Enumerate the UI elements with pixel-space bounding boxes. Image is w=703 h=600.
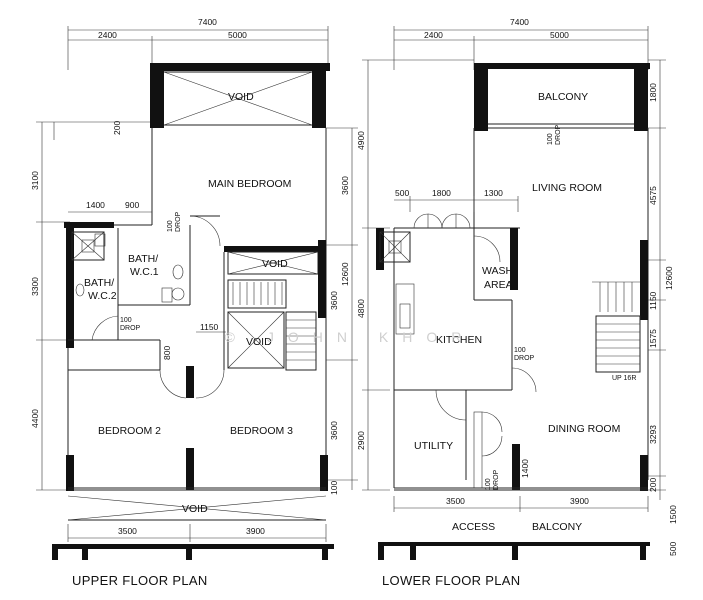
upper-dim-left-d: 4400 (30, 409, 40, 428)
lower-wash-label-b: AREA (484, 279, 513, 291)
lower-dim-bottom-right: 3900 (570, 496, 589, 506)
upper-stair (227, 279, 317, 371)
upper-bedroom2-label: BEDROOM 2 (98, 425, 161, 437)
lower-living-label: LIVING ROOM (532, 182, 602, 194)
lower-kitchen-label: KITCHEN (436, 334, 482, 346)
lower-dim-right-g: 1500 (668, 505, 678, 524)
upper-main-bedroom-label: MAIN BEDROOM (208, 178, 291, 190)
lower-drop1-a: 100 (547, 133, 554, 145)
lower-dim-right-f: 200 (648, 478, 658, 492)
upper-bath2-label-b: W.C.2 (88, 290, 117, 302)
upper-floor-plan-title: UPPER FLOOR PLAN (72, 573, 208, 588)
upper-drop1-a: 100 (120, 317, 132, 324)
upper-dim-bottom-right: 3900 (246, 526, 265, 536)
lower-dim-right-d: 1575 (648, 329, 658, 348)
lower-dim-bottom-left: 3500 (446, 496, 465, 506)
lower-dining-label: DINING ROOM (548, 423, 620, 435)
upper-drop2-a: 100 (167, 220, 174, 232)
upper-void-bottom-label: VOID (182, 503, 208, 515)
upper-dim-left-a: 3100 (30, 171, 40, 190)
upper-dim-right-b: 12600 (340, 262, 350, 286)
upper-bath1-label-a: BATH/ (128, 253, 158, 265)
lower-utility-label: UTILITY (414, 440, 453, 452)
upper-dim-right-d: 3600 (329, 421, 339, 440)
upper-dim-right-e: 100 (329, 481, 339, 495)
lower-wash-label-a: WASH (482, 265, 513, 277)
upper-dim-1150: 1150 (200, 322, 219, 332)
lower-balcony-label: BALCONY (538, 91, 588, 103)
upper-dim-top-right: 5000 (228, 30, 247, 40)
lower-dim-right-a: 1800 (648, 83, 658, 102)
upper-bedroom3-label: BEDROOM 3 (230, 425, 293, 437)
upper-dim-right-c: 3600 (329, 291, 339, 310)
lower-stair (592, 281, 641, 373)
lower-dim-1800: 1800 (432, 188, 451, 198)
upper-dim-top-total: 7400 (198, 17, 217, 27)
lower-up-label: UP 16R (612, 375, 636, 382)
lower-dim-500: 500 (395, 188, 409, 198)
upper-dim-bottom-left: 3500 (118, 526, 137, 536)
lower-dim-left-b: 4800 (356, 299, 366, 318)
lower-dim-left-c: 2900 (356, 431, 366, 450)
upper-dim-left-c: 3300 (30, 277, 40, 296)
lower-dim-top-total: 7400 (510, 17, 529, 27)
lower-dim-top-left: 2400 (424, 30, 443, 40)
upper-dim-left-b: 200 (112, 121, 122, 135)
upper-dim-1400: 1400 (86, 200, 105, 210)
lower-dim-top-right: 5000 (550, 30, 569, 40)
upper-dim-900: 900 (125, 200, 139, 210)
lower-drop3-a: 100 (485, 478, 492, 490)
lower-drop2-a: 100 (514, 347, 526, 354)
lower-access-balcony-label: BALCONY (532, 521, 582, 533)
lower-dim-right-h: 12600 (664, 266, 674, 290)
lower-dim-right-i: 500 (668, 542, 678, 556)
upper-void-mid-label: VOID (262, 258, 288, 270)
upper-drop1-b: DROP (120, 325, 141, 332)
upper-dim-800: 800 (162, 346, 172, 360)
lower-dim-right-b: 4575 (648, 186, 658, 205)
watermark: © JOHN KHOR (225, 329, 476, 345)
lower-dim-left-a: 4900 (356, 131, 366, 150)
lower-floor-plan-title: LOWER FLOOR PLAN (382, 573, 520, 588)
lower-drop2-b: DROP (514, 355, 535, 362)
lower-dim-1400: 1400 (520, 459, 530, 478)
upper-floor-plan: 7400 2400 5000 VOID 3100 200 3300 4400 1… (30, 17, 358, 588)
lower-drop1-b: DROP (555, 124, 562, 145)
upper-void-top-label: VOID (228, 91, 254, 103)
lower-drop3-b: DROP (493, 469, 500, 490)
lower-access-label: ACCESS (452, 521, 495, 533)
lower-dim-1300: 1300 (484, 188, 503, 198)
lower-dim-right-e: 3293 (648, 425, 658, 444)
upper-dim-top-left: 2400 (98, 30, 117, 40)
upper-bath2-label-a: BATH/ (84, 277, 114, 289)
lower-dim-right-c: 1150 (648, 291, 658, 310)
lower-floor-plan: 7400 2400 5000 BALCONY 100 DROP 4900 480… (356, 17, 678, 588)
upper-dim-right-a: 3600 (340, 176, 350, 195)
upper-bath1-label-b: W.C.1 (130, 266, 159, 278)
upper-void-stair-label: VOID (246, 336, 272, 348)
upper-drop2-b: DROP (175, 211, 182, 232)
